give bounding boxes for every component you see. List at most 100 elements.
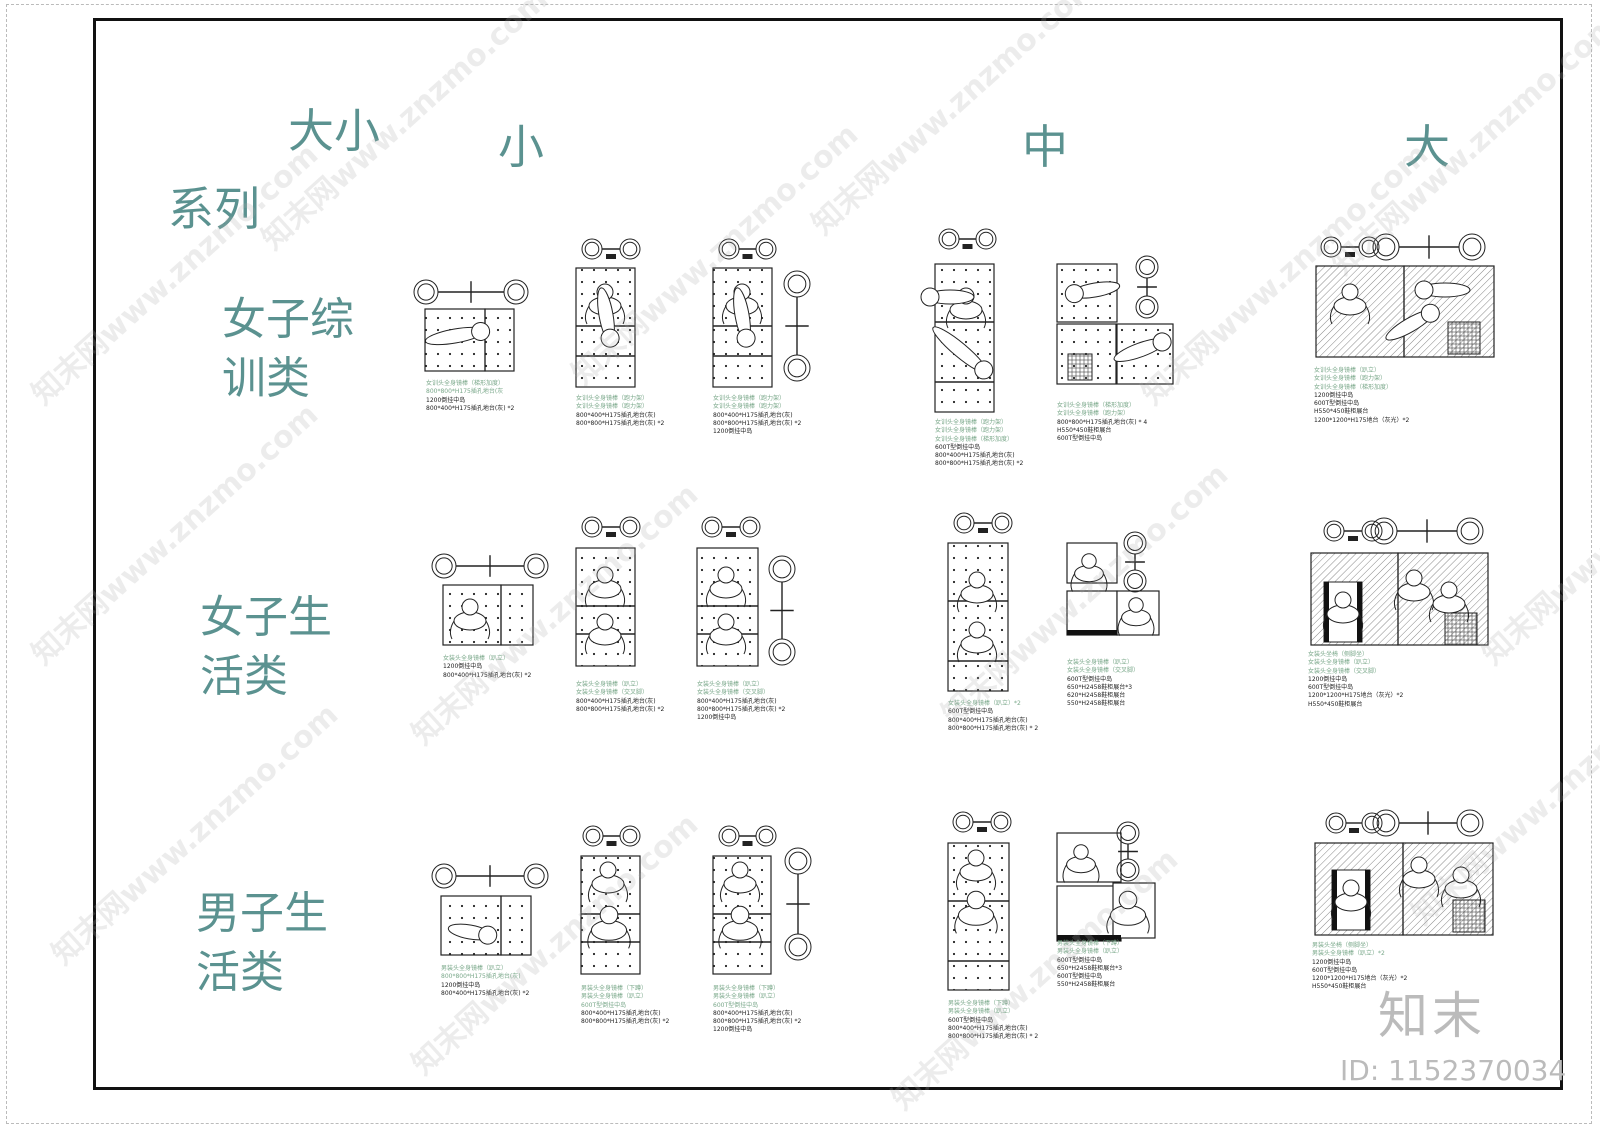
seat-bar xyxy=(1365,870,1370,930)
caption-text-line: H550*450鞋柜展台 xyxy=(1312,983,1367,991)
mannequin-arms xyxy=(584,305,626,325)
caption-green-line: 女装头全身镜棒（趴立） xyxy=(697,681,764,688)
caption-green-line: 女训头全身镜棒（跑力架） xyxy=(1057,410,1130,418)
rack-disc-inner xyxy=(1120,862,1136,878)
caption-text-line: 1200倒挂中岛 xyxy=(713,428,753,436)
caption-text-line: 1200倒挂中岛 xyxy=(697,714,737,722)
mannequin-arms xyxy=(945,309,987,329)
rack-disc-inner xyxy=(417,283,435,301)
category-3-line2: 活类 xyxy=(196,947,284,999)
rack-disc-inner xyxy=(585,828,601,844)
rack-disc-inner xyxy=(507,283,525,301)
rack-disc-inner xyxy=(1139,259,1155,275)
rack-disc-inner xyxy=(1462,237,1482,257)
rack-base xyxy=(978,528,988,533)
mannequin-head xyxy=(730,905,750,925)
mannequin-lunge xyxy=(1113,332,1172,362)
rack-disc-inner xyxy=(787,358,807,378)
mannequin-head xyxy=(731,861,749,879)
mannequin-arms xyxy=(1070,573,1108,592)
caption-green-line: 女训头全身镜棒（跑力架） xyxy=(713,395,786,402)
caption-text-line: H550*450鞋柜展台 xyxy=(1308,700,1363,708)
rack-disc-inner xyxy=(527,867,545,885)
category-2-line1: 女子生 xyxy=(200,592,332,643)
caption-green-line: 女装头全身镜棒（趴立） xyxy=(443,655,510,662)
caption-text-line: 800*800*H175插孔地台(灰) *2 xyxy=(576,705,665,713)
mannequin-lunge xyxy=(733,287,756,348)
caption-text-line: 800*400*H175插孔地台(灰) xyxy=(713,1009,793,1017)
caption-text-line: 800*400*H175插孔地台(灰) xyxy=(935,452,1015,460)
mannequin-head xyxy=(966,890,986,910)
caption-green-line: 男装头全身镜棒（下蹲） xyxy=(948,1000,1015,1007)
dotted-platform xyxy=(500,895,532,956)
mannequin-arms xyxy=(587,883,629,903)
caption-green-line: 女训头全身镜棒（梯形加度） xyxy=(935,435,1014,443)
size-label-large: 大 xyxy=(1404,120,1450,174)
plan-caption-r1_s2: 女训头全身镜棒（跑力架）女训头全身镜棒（跑力架）800*400*H175插孔地台… xyxy=(576,395,664,428)
size-label-medium: 中 xyxy=(1022,120,1068,174)
rack-disc-inner xyxy=(704,519,720,535)
rack-disc-inner xyxy=(994,515,1010,531)
caption-text-line: 800*400*H175插孔地台(灰) xyxy=(948,716,1028,724)
mannequin-arms xyxy=(705,588,747,608)
caption-green-line: 女装头全身镜棒（趴立） xyxy=(1308,659,1375,667)
mannequin-head xyxy=(1118,890,1138,910)
mannequin-arms xyxy=(956,593,998,613)
rack-disc-inner xyxy=(435,867,453,885)
mannequin-arms xyxy=(584,635,626,655)
rack-disc-inner xyxy=(772,559,792,579)
category-2-line2: 活类 xyxy=(200,651,288,703)
caption-text-line: 800*400*H175插孔地台(灰) *2 xyxy=(441,989,530,997)
mannequin-head xyxy=(600,328,620,348)
rack-disc-inner xyxy=(527,557,545,575)
cabinet-edge-bar xyxy=(1057,935,1121,941)
mannequin-head xyxy=(461,598,479,616)
mannequin-arms xyxy=(718,930,762,949)
caption-green-line: 女训头全身镜棒（跑力架） xyxy=(935,427,1008,435)
category-3: 男子生 活类 xyxy=(196,884,328,1003)
grid-shelf xyxy=(1447,321,1481,355)
rack-disc-inner xyxy=(1326,523,1342,539)
rack-disc-inner xyxy=(978,231,994,247)
mannequin-head xyxy=(1064,284,1084,304)
rack-base xyxy=(1345,252,1355,257)
plan-caption-r1_s3: 女训头全身镜棒（跑力架）女训头全身镜棒（跑力架）800*400*H175插孔地台… xyxy=(713,395,801,436)
rack-disc-inner xyxy=(1364,523,1380,539)
mannequin-head xyxy=(967,849,985,867)
rack-base xyxy=(1349,828,1359,833)
caption-green-line: 女装头全身镜棒（交叉脚） xyxy=(697,689,770,697)
caption-text-line: 1200倒挂中岛 xyxy=(1314,391,1354,399)
brand-watermark: 知末 xyxy=(1378,987,1486,1045)
caption-green-line: 女训头全身镜棒（梯形加度） xyxy=(1057,402,1136,409)
caption-text-line: 800*800*H175插孔地台(灰) * 2 xyxy=(948,724,1039,732)
caption-text-line: 800*800*H175插孔地台(灰) *2 xyxy=(713,1018,802,1026)
rack-base xyxy=(606,841,617,846)
mannequin-head xyxy=(1341,283,1359,301)
caption-text-line: 650*H2458鞋柜展台*3 xyxy=(1067,683,1133,691)
mannequin-head xyxy=(968,621,986,639)
caption-green-line: 女装头全身镜棒（趴立） xyxy=(576,681,643,688)
mannequin-head xyxy=(736,328,756,348)
plan-caption-r2_s3: 女装头全身镜棒（趴立）女装头全身镜棒（交叉脚）800*400*H175插孔地台(… xyxy=(697,681,785,722)
rack-disc-inner xyxy=(1374,521,1394,541)
mannequin-lunge xyxy=(447,923,498,945)
mannequin-arms xyxy=(1440,888,1482,908)
caption-text-line: 800*400*H175插孔地台(灰) xyxy=(948,1024,1028,1032)
caption-green-line: 600T型倒挂中岛 xyxy=(581,1001,627,1009)
cabinet-edge-bar xyxy=(1067,630,1117,635)
caption-text-line: 600T型倒挂中岛 xyxy=(1308,684,1354,692)
rack-disc-inner xyxy=(1376,813,1396,833)
rack-disc-inner xyxy=(435,557,453,575)
caption-text-line: 800*400*H175插孔地台(灰) xyxy=(697,697,777,705)
rack-disc-inner xyxy=(1139,299,1155,315)
caption-text-line: 600T型倒挂中岛 xyxy=(948,1016,994,1024)
mannequin-head xyxy=(1152,332,1172,352)
id-watermark: ID: 1152370034 xyxy=(1340,1054,1567,1087)
caption-text-line: 800*400*H175插孔地台(灰) xyxy=(581,1009,661,1017)
caption-green-line: 男装头全身镜棒（趴立） xyxy=(713,993,780,1001)
caption-text-line: 1200倒挂中岛 xyxy=(1312,958,1352,966)
